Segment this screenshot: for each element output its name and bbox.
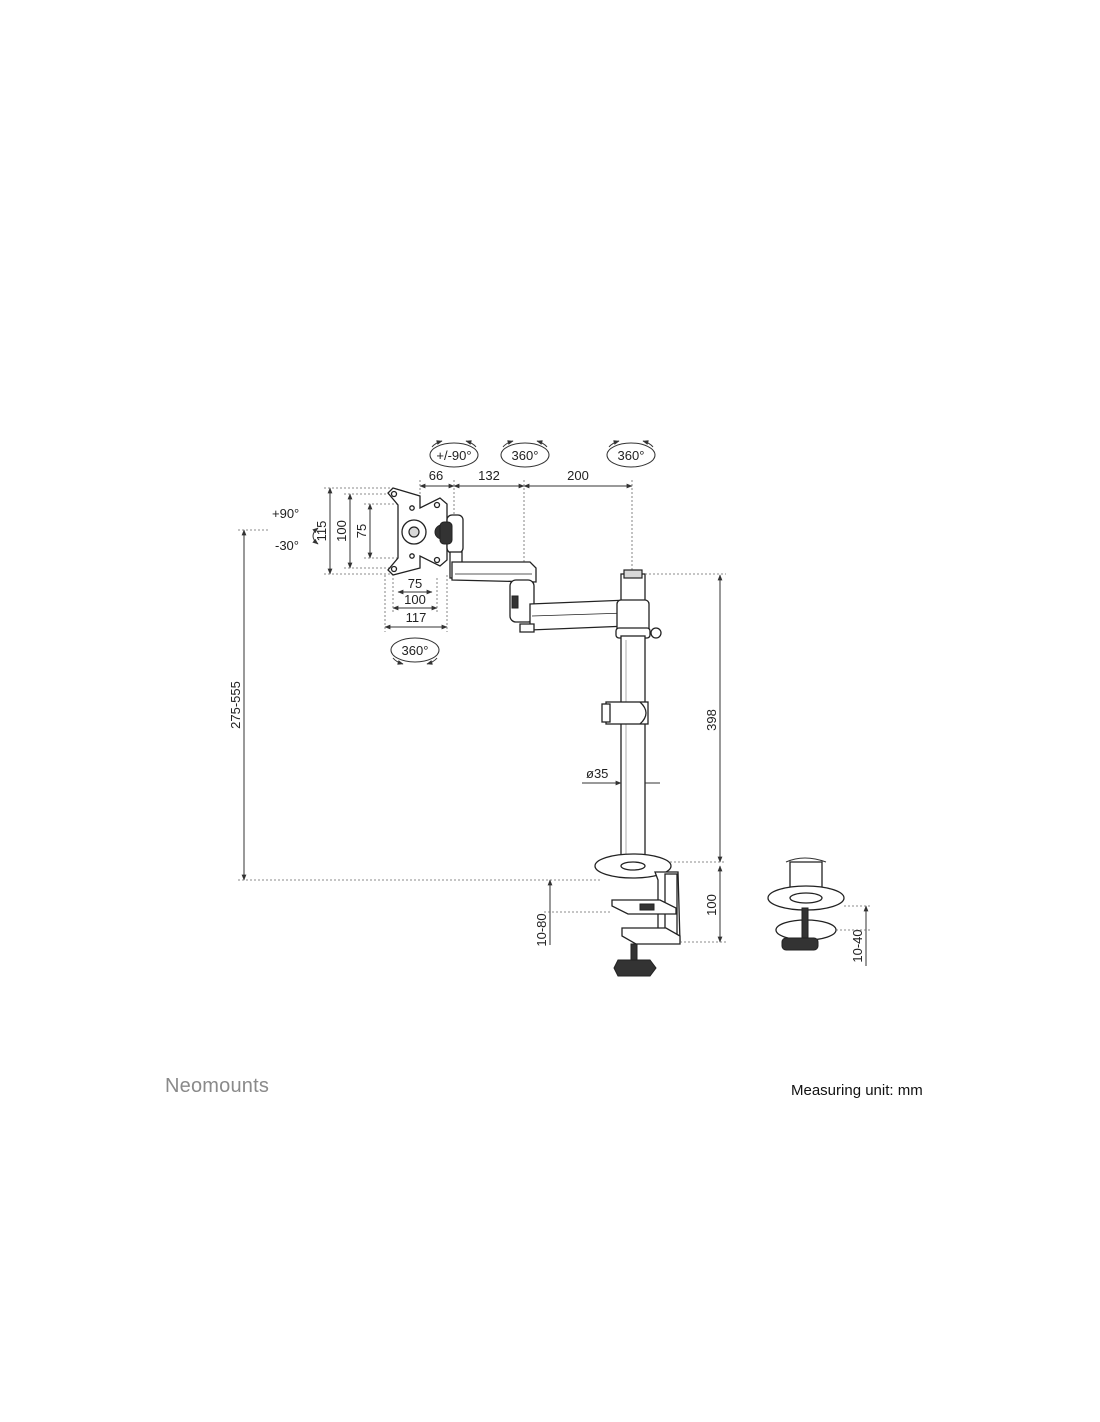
dimension-398-label: 398 (704, 709, 719, 731)
rotation-badge-tilt: +/-90° (429, 440, 479, 468)
rotation-badge-joint-mid: 360° (500, 440, 550, 468)
dimension-75-horizontal: 75 (397, 576, 433, 595)
measuring-unit-label: Measuring unit: mm (791, 1082, 923, 1099)
rotation-badge-joint-pole: 360° (606, 440, 656, 468)
dimension-115-label: 115 (314, 521, 329, 542)
tilt-down-label: -30° (275, 538, 299, 553)
rotation-label-joint-mid: 360° (512, 448, 539, 463)
dimension-115: 115 (314, 487, 333, 575)
dimension-132: 132 (453, 468, 525, 489)
dimension-398: 398 (704, 574, 723, 863)
brand-logo: Neomounts (165, 1075, 270, 1097)
dimension-pole-diameter-label: ø35 (586, 766, 608, 781)
dimension-75-vertical-label: 75 (354, 524, 369, 538)
dimension-100-horizontal: 100 (392, 592, 438, 611)
dimension-66: 66 (419, 468, 455, 489)
vesa-plate (387, 487, 450, 576)
dimension-100-vertical-label: 100 (334, 520, 349, 542)
dimension-75-horizontal-label: 75 (408, 576, 422, 591)
dimension-clamp-100: 100 (704, 865, 723, 943)
mid-joint (509, 579, 535, 623)
rotation-label-plate: 360° (402, 643, 429, 658)
dimension-height-range: 275-555 (228, 529, 247, 881)
dimension-100-vertical: 100 (334, 493, 353, 569)
rotation-label-tilt: +/-90° (436, 448, 471, 463)
tilt-arrow-icon (312, 527, 319, 545)
dimension-132-label: 132 (478, 468, 500, 483)
dimension-66-label: 66 (429, 468, 443, 483)
dimension-clamp-range-label: 10-80 (534, 913, 549, 946)
desk-clamp (594, 853, 681, 977)
upper-arm (451, 561, 537, 583)
rotation-label-joint-pole: 360° (618, 448, 645, 463)
dimension-200-label: 200 (567, 468, 589, 483)
dimension-clamp-100-label: 100 (704, 894, 719, 916)
dimension-clamp-range: 10-80 (534, 879, 553, 947)
dimension-200: 200 (523, 468, 633, 489)
grommet-mount (767, 857, 845, 951)
dimension-pole-diameter: ø35 (582, 766, 660, 786)
dimension-117-label: 117 (406, 610, 427, 625)
dimension-height-range-label: 275-555 (228, 681, 243, 729)
lower-arm (519, 599, 629, 633)
dimension-grommet-range-label: 10-40 (850, 929, 865, 962)
dimension-100-horizontal-label: 100 (404, 592, 426, 607)
tilt-up-label: +90° (272, 506, 299, 521)
dimension-grommet-range: 10-40 (850, 905, 869, 966)
rotation-badge-plate: 360° (390, 637, 440, 665)
pole (601, 569, 662, 867)
dimension-117: 117 (384, 610, 448, 630)
dimension-75-vertical: 75 (354, 503, 373, 559)
